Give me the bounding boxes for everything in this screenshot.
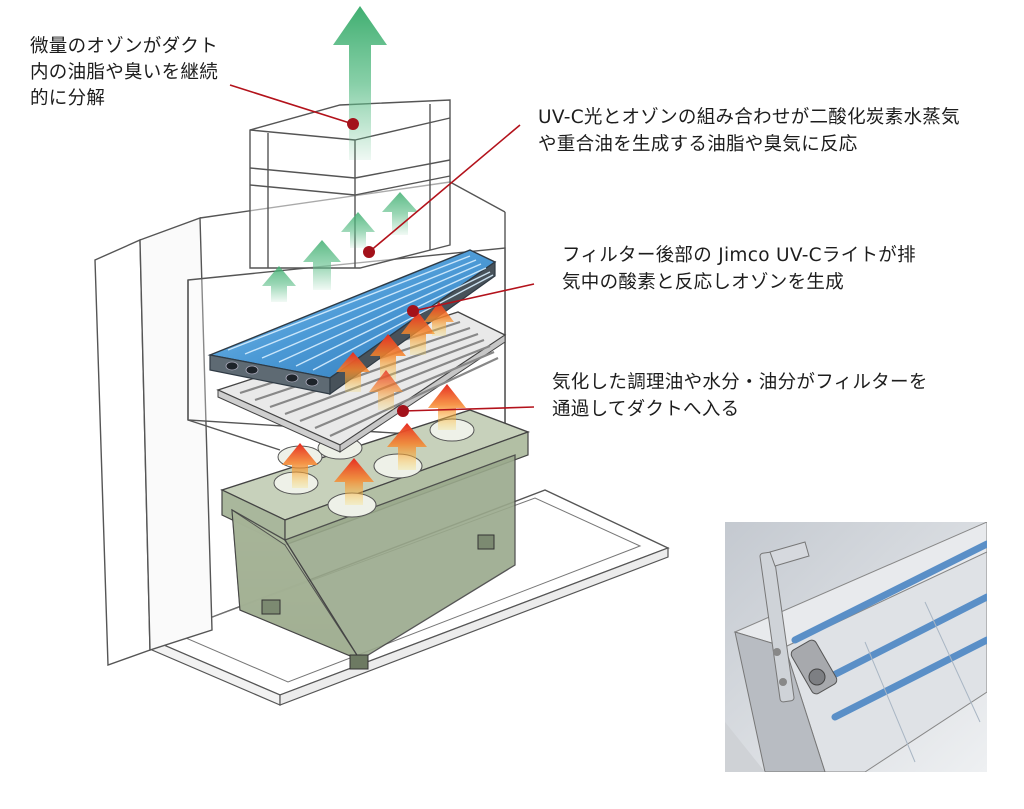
exhaust-flow-arrows	[262, 6, 418, 302]
callout-line: 気化した調理油や水分・油分がフィルターを	[552, 372, 928, 393]
callout-vapor-filter: 気化した調理油や水分・油分がフィルターを 通過してダクトへ入る	[552, 369, 928, 423]
uv-lamp-photo	[725, 522, 987, 772]
callout-uv-light: フィルター後部の Jimco UV-Cライトが排 気中の酸素と反応しオゾンを生成	[562, 242, 916, 296]
callout-line: 的に分解	[30, 88, 106, 109]
vapor-flow-arrows	[282, 302, 466, 505]
callout-line: 気中の酸素と反応しオゾンを生成	[562, 272, 845, 293]
callout-ozone-duct: 微量のオゾンがダクト 内の油脂や臭いを継続 的に分解	[30, 34, 218, 112]
callout-uvc-reaction: UV-C光とオゾンの組み合わせが二酸化炭素水蒸気 や重合油を生成する油脂や臭気に…	[538, 104, 960, 158]
callout-line: 内の油脂や臭いを継続	[30, 62, 219, 83]
callout-line: フィルター後部の Jimco UV-Cライトが排	[562, 245, 916, 266]
callout-line: や重合油を生成する油脂や臭気に反応	[538, 134, 858, 155]
callout-line: 微量のオゾンがダクト	[30, 36, 219, 57]
leader-dots	[347, 118, 419, 417]
callout-line: UV-C光とオゾンの組み合わせが二酸化炭素水蒸気	[538, 107, 960, 128]
callout-line: 通過してダクトへ入る	[552, 399, 740, 420]
leader-lines	[229, 84, 535, 412]
